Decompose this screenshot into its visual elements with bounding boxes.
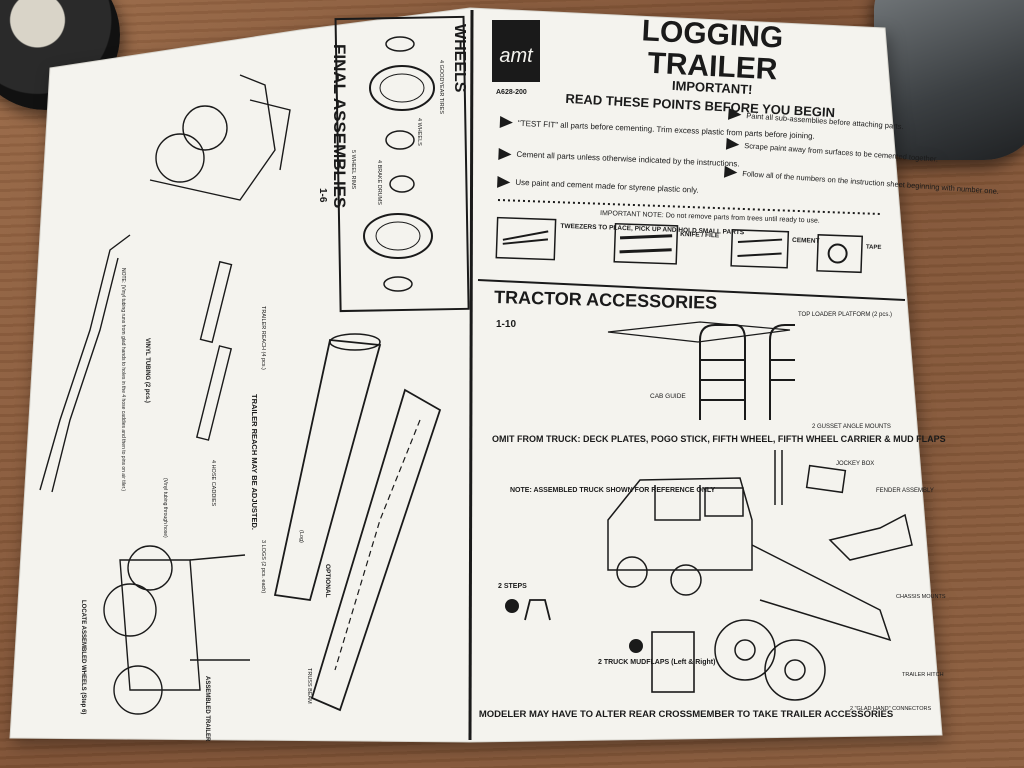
tires-label: 4 GOODYEAR TIRES xyxy=(438,60,444,114)
wheel-rims-label: 5 WHEEL RIMS xyxy=(350,150,356,190)
tool-cement: CEMENT xyxy=(792,237,820,245)
cab-guide-right-drawing xyxy=(769,324,795,420)
mudflap-drawing xyxy=(651,631,695,693)
log-drawing xyxy=(273,339,382,602)
center-fold-line xyxy=(468,9,474,741)
step-5-icon xyxy=(725,137,740,150)
trailer-drawing xyxy=(39,74,291,715)
brake-drums-label: 4 BRAKE DRUMS xyxy=(376,160,382,205)
hose-caddies-label: 4 HOSE CADDIES xyxy=(210,460,216,506)
trailer-hitch-label: TRAILER HITCH xyxy=(902,672,944,678)
vinyl-tubing-label: VINYL TUBING (2 pcs.) xyxy=(144,338,150,403)
step-6-icon xyxy=(723,165,738,178)
trailer-reach-label: TRAILER REACH (4 pcs.) xyxy=(260,306,266,370)
tweezers-box xyxy=(495,216,557,261)
cab-guide-drawing xyxy=(699,324,746,420)
chassis-mounts-label: CHASSIS MOUNTS xyxy=(896,594,946,600)
fender-label: FENDER ASSEMBLY xyxy=(876,488,934,494)
footer-note: MODELER MAY HAVE TO ALTER REAR CROSSMEMB… xyxy=(479,709,893,720)
truck-drawing xyxy=(607,450,892,701)
jockey-box-label: JOCKEY BOX xyxy=(836,461,874,467)
tire-drawing xyxy=(369,65,435,111)
fender-drawing xyxy=(828,513,913,561)
wheels-section: WHEELS 4 GOODYEAR TIRES 4 WHEELS 4 BRAKE… xyxy=(334,15,470,313)
tweezers-icon xyxy=(502,230,549,245)
wheels-label: 4 WHEELS xyxy=(416,118,422,146)
tool-tape: TAPE xyxy=(866,244,882,251)
log-label: (Log) xyxy=(298,530,304,543)
step-1-icon xyxy=(499,116,513,128)
brake-drum-drawing xyxy=(389,175,415,193)
tape-box xyxy=(816,234,864,274)
steps-drawing xyxy=(524,599,551,621)
dotted-separator xyxy=(497,199,881,215)
step-5-marker xyxy=(505,599,519,613)
wheels-title: WHEELS xyxy=(451,24,468,93)
cab-guide-label: CAB GUIDE xyxy=(650,393,686,400)
glad-hand-label: 2 "GLAD HAND" CONNECTORS xyxy=(850,706,931,712)
tape-tool-icon xyxy=(827,243,848,264)
amt-logo: amt xyxy=(499,45,534,67)
steps-label: 2 STEPS xyxy=(498,583,527,590)
jockey-box-drawing xyxy=(805,464,847,494)
step-8-marker xyxy=(629,639,643,653)
top-loader-label: TOP LOADER PLATFORM (2 pcs.) xyxy=(798,312,892,318)
knife-box xyxy=(613,222,679,265)
trailer-reach-note: TRAILER REACH MAY BE ADJUSTED. xyxy=(250,394,259,530)
step-4-icon xyxy=(728,107,742,120)
rim-drawing xyxy=(385,36,415,52)
brush-box xyxy=(730,229,790,269)
tractor-range: 1-10 xyxy=(496,319,516,330)
gray-object xyxy=(874,0,1024,160)
truss-beam-drawing xyxy=(310,388,442,712)
tool-knife: KNIFE / FILE xyxy=(680,231,720,239)
gusset-label: 2 GUSSET ANGLE MOUNTS xyxy=(812,424,891,430)
section-rule xyxy=(477,279,906,301)
final-assemblies-title: FINAL ASSEMBLIES xyxy=(330,44,349,208)
locate-wheels-label: LOCATE ASSEMBLED WHEELS (Step 6) xyxy=(80,600,86,714)
knife-file-icon xyxy=(619,234,673,254)
final-assemblies-range: 1-6 xyxy=(317,188,328,203)
assembled-trailer-label: ASSEMBLED TRAILER xyxy=(204,676,210,742)
truss-beam-label: TRUSS BEAM xyxy=(306,668,312,704)
paper-background xyxy=(9,7,943,743)
omit-from-truck: OMIT FROM TRUCK: DECK PLATES, POGO STICK… xyxy=(492,434,946,444)
optional-label: OPTIONAL xyxy=(324,564,331,598)
step-3-icon xyxy=(497,175,511,188)
through-hose-label: (Vinyl tubing through hose) xyxy=(162,478,168,538)
paint-brush-icon xyxy=(737,238,783,258)
reference-note: NOTE: ASSEMBLED TRUCK SHOWN FOR REFERENC… xyxy=(510,487,716,494)
title-line1: LOGGING xyxy=(641,14,784,54)
wheel-drawing xyxy=(385,130,415,150)
vinyl-tubing-note: NOTE: (Vinyl tubing runs from glad hands… xyxy=(120,268,126,491)
mudflaps-label: 2 TRUCK MUDFLAPS (Left & Right) xyxy=(598,659,715,666)
part-number: A628-200 xyxy=(496,89,527,96)
amt-logo-box xyxy=(492,20,540,82)
title-line2: TRAILER xyxy=(647,47,779,87)
trailer-reach-drawing xyxy=(199,260,233,344)
important-heading: IMPORTANT! xyxy=(672,78,753,97)
top-loader-platform-drawing xyxy=(607,321,791,343)
logs-label: 3 LOGS (2 pcs. each) xyxy=(260,540,266,593)
step-2-icon xyxy=(498,147,512,160)
